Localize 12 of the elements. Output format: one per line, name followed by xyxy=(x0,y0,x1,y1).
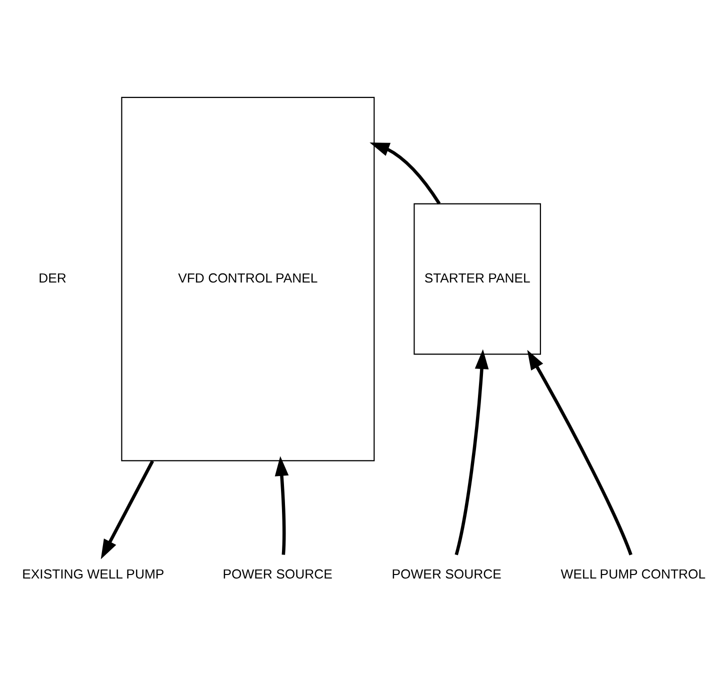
arrow xyxy=(527,349,632,555)
node-text: WELL PUMP CONTROL xyxy=(560,566,706,581)
node-box: STARTER PANEL xyxy=(414,202,541,354)
arrow xyxy=(370,142,441,204)
arrow xyxy=(274,456,289,554)
node-box: VFD CONTROL PANEL xyxy=(121,96,375,461)
node-text: POWER SOURCE xyxy=(222,566,332,581)
node-text: POWER SOURCE xyxy=(392,566,502,581)
arrow xyxy=(454,348,489,555)
node-text: EXISTING WELL PUMP xyxy=(22,566,164,581)
label: DER xyxy=(38,270,66,285)
arrow xyxy=(100,460,154,559)
